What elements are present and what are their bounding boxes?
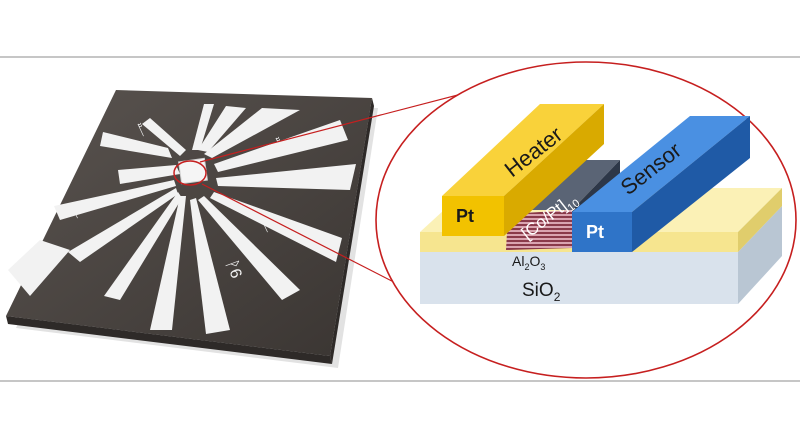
pt-right-label: Pt [586, 222, 604, 242]
al2o3-side [738, 188, 782, 252]
chip-text: ᚹ6 [222, 258, 244, 281]
layer-stack: Heater Sensor Pt Pt [Co/Pt]10 Al2O3 SiO2 [420, 104, 782, 304]
zoom-line-top [199, 83, 501, 163]
sio2-side [738, 206, 782, 304]
pt-left-label: Pt [456, 206, 474, 226]
copt-front [506, 210, 572, 250]
heater-front [442, 196, 504, 236]
zoom-marker [173, 160, 207, 186]
sensor-side [632, 116, 750, 252]
sensor-front [572, 212, 632, 252]
sensor-top [572, 116, 750, 212]
chip-photo: ᚩ ᚩ ᚩ ᚩ ᚹ6 [6, 90, 378, 368]
sio2-label: SiO2 [522, 280, 561, 304]
chip-electrodes [8, 104, 356, 334]
copt-label-sub: 10 [565, 197, 582, 214]
al2o3-label: Al2O3 [512, 253, 545, 272]
heater-top [442, 104, 604, 196]
sio2-front [420, 252, 738, 304]
heater-side [504, 104, 604, 236]
